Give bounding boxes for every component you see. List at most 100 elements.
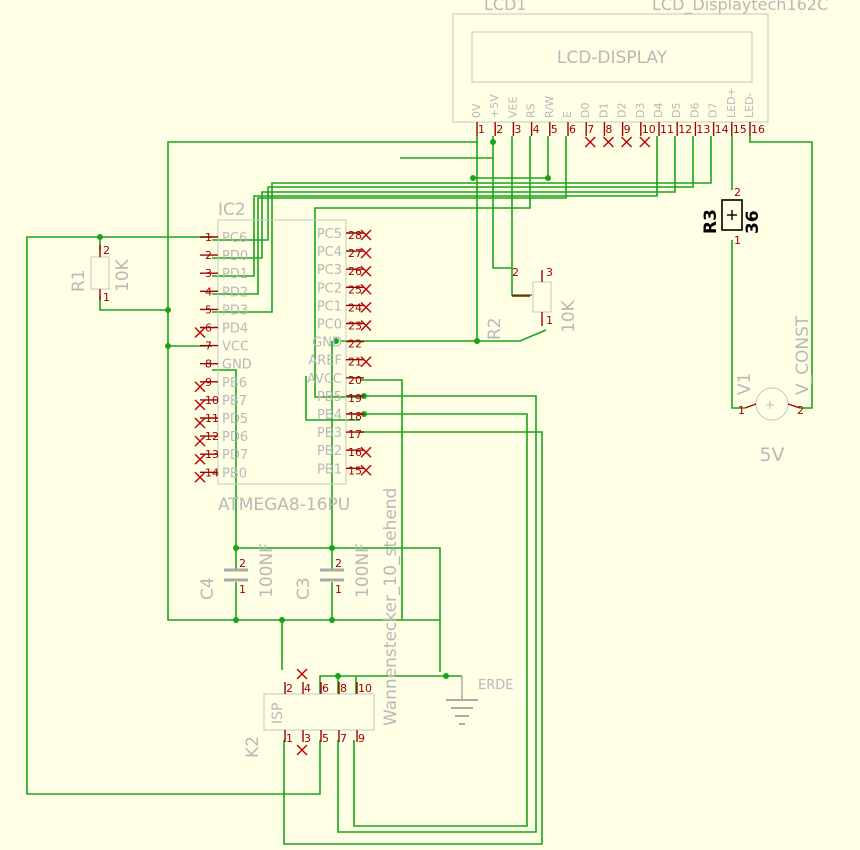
no-connect-icon: [360, 446, 372, 458]
r1-name: R1: [69, 269, 89, 292]
ic2-pin-name: PD0: [222, 249, 248, 264]
r2-component[interactable]: 2 3 1 R2 10K: [485, 266, 579, 340]
ic2-component[interactable]: IC2 ATMEGA8-16PU PC61PD02PD13PD24PD35PD4…: [194, 200, 372, 515]
lcd-pin-number: 16: [751, 123, 765, 136]
r1-pin-2: 2: [103, 244, 110, 257]
c4-pin-1: 1: [239, 583, 246, 596]
lcd-pin-name: VEE: [506, 97, 519, 118]
k2-pin-number: 10: [358, 682, 372, 695]
r2-name: R2: [485, 317, 505, 340]
wires: [26, 136, 813, 845]
lcd-pin-number: 15: [733, 123, 747, 136]
ground-symbol[interactable]: ERDE: [446, 676, 513, 725]
ic2-pin-name: PB4: [317, 408, 342, 423]
c3-component[interactable]: 2 1 C3 100NF: [294, 543, 373, 600]
ic2-pin-number: 3: [205, 267, 212, 280]
lcd-pin-number: 7: [587, 123, 594, 136]
no-connect-icon: [360, 283, 372, 295]
v1-pin-1: 1: [738, 404, 745, 417]
ic2-pin-number: 21: [348, 356, 362, 369]
ic2-pin-number: 7: [205, 340, 212, 353]
junction-dot: [279, 617, 285, 623]
junction-dot: [545, 175, 551, 181]
no-connect-icon: [296, 668, 308, 680]
no-connect-icon: [360, 265, 372, 277]
ic2-pin-name: PC4: [317, 245, 342, 260]
no-connect-icon: [194, 381, 206, 393]
ic2-pin-number: 8: [205, 358, 212, 371]
r1-component[interactable]: 2 1 R1 10K: [69, 244, 133, 304]
ic2-pin-name: AREF: [308, 354, 342, 369]
k2-body: [263, 693, 375, 731]
v1-name: V1: [735, 373, 755, 395]
ic2-pins: PC61PD02PD13PD24PD35PD46VCC7GND8PB69PB71…: [194, 227, 372, 483]
junction-dot: [490, 139, 496, 145]
no-connect-icon: [584, 136, 596, 148]
ic2-body: [217, 219, 347, 485]
lcd-pin-name: 0V: [470, 103, 483, 118]
lcd-pin-number: 4: [533, 123, 540, 136]
junction-dot: [470, 175, 476, 181]
c4-component[interactable]: 2 1 C4 100NF: [198, 543, 277, 600]
ic2-pin-name: PC2: [317, 281, 342, 296]
ic2-pin-name: PB1: [317, 462, 342, 477]
junction-dot: [474, 338, 480, 344]
lcd-pin-name: D4: [652, 103, 665, 118]
ic2-pin-name: AVCC: [307, 372, 342, 387]
lcd-pin-name: D3: [634, 103, 647, 118]
ic2-pin-number: 15: [348, 464, 362, 477]
junction-dot: [97, 234, 103, 240]
r2-body: [532, 281, 552, 313]
lcd-pin-number: 8: [605, 123, 612, 136]
wire-r2-wiper: [477, 329, 547, 342]
r2-value: 10K: [559, 299, 579, 333]
wire-d5: [212, 136, 676, 259]
lcd-name: LCD1: [484, 0, 527, 14]
k2-pin-number: 6: [322, 682, 329, 695]
no-connect-icon: [360, 229, 372, 241]
wire-e: [212, 136, 567, 295]
lcd-type: LCD_Displaytech162C: [652, 0, 828, 15]
lcd-pin-name: D2: [616, 103, 629, 118]
ic2-pin-number: 19: [348, 392, 362, 405]
ic2-pin-number: 2: [205, 249, 212, 262]
lcd-pin-name: D7: [707, 103, 720, 118]
ic2-pin-name: PB0: [222, 466, 247, 481]
ic2-pin-number: 9: [205, 376, 212, 389]
junction-dot: [443, 673, 449, 679]
wire-isp-top: [319, 675, 462, 694]
k2-pin-number: 7: [340, 732, 347, 745]
k2-pin-number: 5: [322, 732, 329, 745]
lcd-pin-name: R/W: [543, 96, 556, 118]
wire-d6: [212, 136, 694, 241]
ic2-pin-name: PD2: [222, 285, 248, 300]
junction-dot: [329, 545, 335, 551]
c4-value: 100NF: [257, 543, 277, 598]
wire-led-minus: [749, 136, 813, 409]
lcd-pin-number: 3: [514, 123, 521, 136]
v1-value: 5V: [759, 444, 784, 466]
ic2-pin-number: 26: [348, 265, 362, 278]
lcd-pin-number: 14: [715, 123, 729, 136]
ic2-pin-name: PD5: [222, 412, 248, 427]
r1-body: [90, 256, 110, 290]
ic2-pin-name: PD4: [222, 322, 248, 337]
no-connect-icon: [360, 356, 372, 368]
v1-pin-line: [787, 403, 801, 409]
lcd-component[interactable]: LCD-DISPLAY LCD1 LCD_Displaytech162C 0V1…: [452, 0, 828, 148]
v1-component[interactable]: + 1 2 V1 V_CONST 5V: [735, 315, 813, 466]
c3-value: 100NF: [353, 543, 373, 598]
wire-r3-v1: [731, 240, 745, 409]
k2-pin-number: 9: [358, 732, 365, 745]
r3-component[interactable]: 2 1 R3 36: [701, 186, 763, 247]
junction-dot: [335, 673, 341, 679]
no-connect-icon: [360, 247, 372, 259]
lcd-pin-name: D6: [688, 103, 701, 118]
wire-rw: [473, 136, 549, 179]
k2-pin-number: 4: [304, 682, 311, 695]
r1-value: 10K: [113, 258, 133, 292]
k2-pin-number: 1: [286, 732, 293, 745]
wire-reset: [26, 236, 321, 795]
